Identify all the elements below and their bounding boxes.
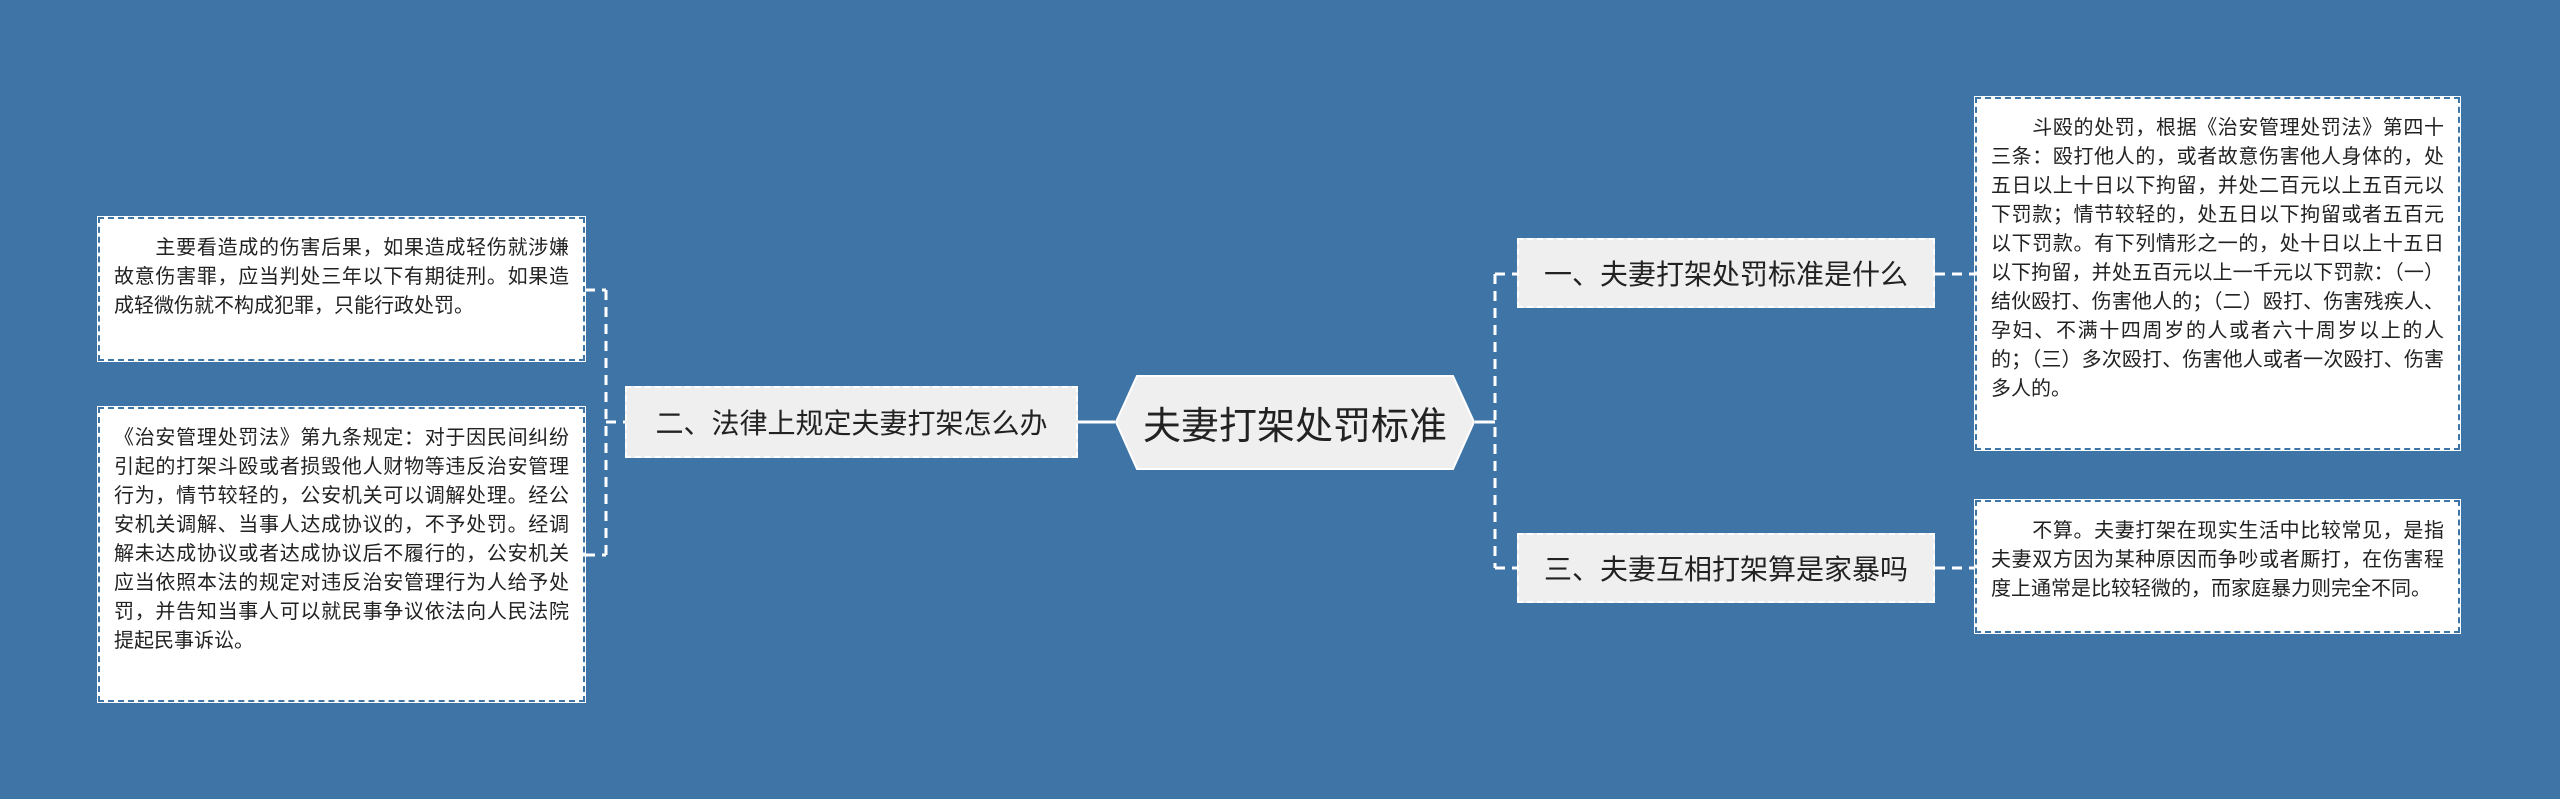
branch-node-domestic-violence[interactable]: 三、夫妻互相打架算是家暴吗 — [1517, 533, 1935, 603]
branch-label: 二、法律上规定夫妻打架怎么办 — [655, 407, 1048, 440]
detail-text: 主要看造成的伤害后果，如果造成轻伤就涉嫌故意伤害罪，应当判处三年以下有期徒刑。如… — [114, 235, 569, 317]
detail-text: 《治安管理处罚法》第九条规定：对于因民间纠纷引起的打架斗殴或者损毁他人财物等违反… — [114, 425, 569, 652]
detail-node-penalty-standard[interactable]: 斗殴的处罚，根据《治安管理处罚法》第四十三条：殴打他人的，或者故意伤害他人身体的… — [1974, 96, 2461, 451]
central-topic-label: 夫妻打架处罚标准 — [1142, 404, 1447, 448]
detail-node-mediation-rule[interactable]: 《治安管理处罚法》第九条规定：对于因民间纠纷引起的打架斗殴或者损毁他人财物等违反… — [97, 406, 586, 703]
branch-label: 三、夫妻互相打架算是家暴吗 — [1543, 553, 1908, 586]
central-topic-node[interactable]: 夫妻打架处罚标准 — [1115, 375, 1475, 470]
detail-text: 斗殴的处罚，根据《治安管理处罚法》第四十三条：殴打他人的，或者故意伤害他人身体的… — [1991, 115, 2444, 400]
detail-node-domestic-violence[interactable]: 不算。夫妻打架在现实生活中比较常见，是指夫妻双方因为某种原因而争吵或者厮打，在伤… — [1974, 499, 2461, 634]
branch-node-penalty-standard[interactable]: 一、夫妻打架处罚标准是什么 — [1517, 238, 1935, 308]
hexagon-shape — [1115, 375, 1475, 470]
detail-node-injury-consequence[interactable]: 主要看造成的伤害后果，如果造成轻伤就涉嫌故意伤害罪，应当判处三年以下有期徒刑。如… — [97, 216, 586, 362]
branch-node-legal-handling[interactable]: 二、法律上规定夫妻打架怎么办 — [625, 386, 1078, 458]
branch-label: 一、夫妻打架处罚标准是什么 — [1543, 258, 1908, 291]
detail-text: 不算。夫妻打架在现实生活中比较常见，是指夫妻双方因为某种原因而争吵或者厮打，在伤… — [1991, 518, 2444, 600]
